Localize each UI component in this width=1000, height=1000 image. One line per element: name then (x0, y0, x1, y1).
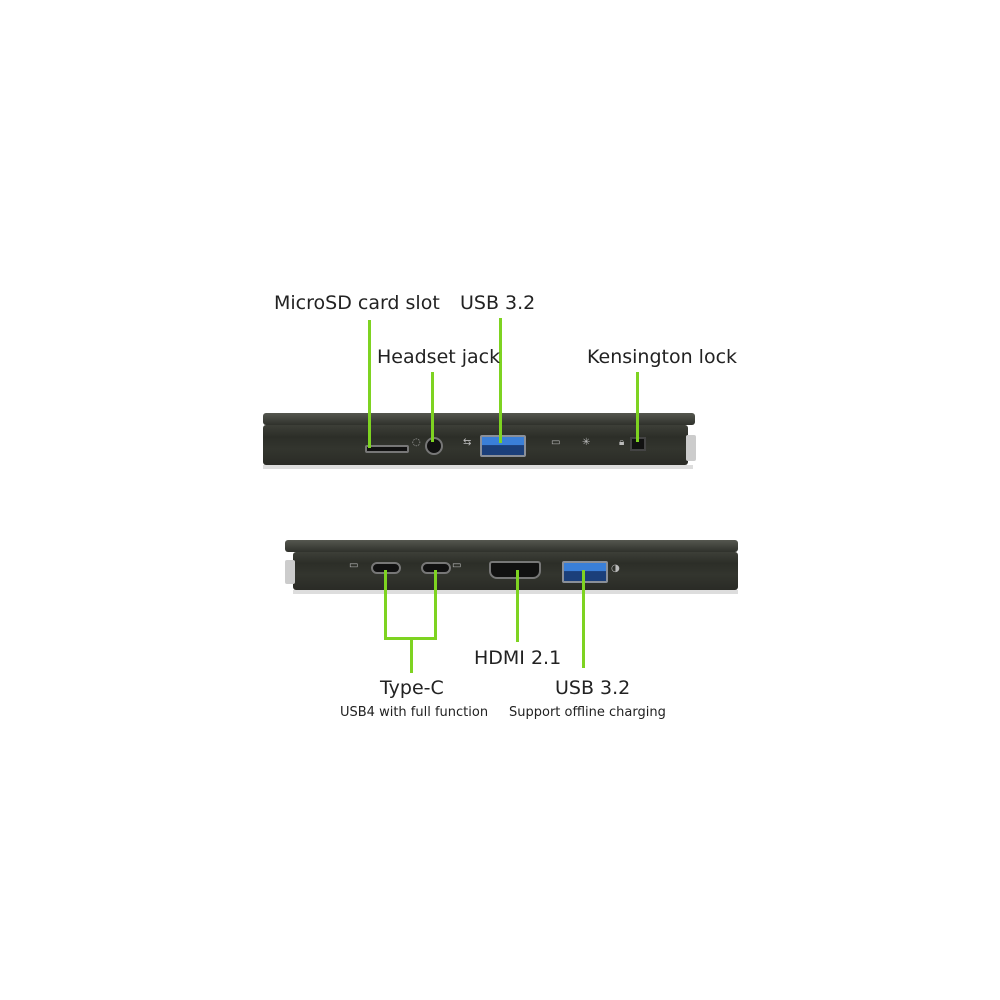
display-icon: ▭ (349, 560, 359, 571)
usb-a-port (562, 561, 608, 583)
laptop-lid (263, 413, 695, 425)
hinge (285, 560, 295, 584)
chassis-shadow (293, 590, 738, 594)
label-kensington: Kensington lock (587, 346, 738, 368)
callout-line-kensington (636, 372, 639, 442)
callout-line-microsd (368, 320, 371, 448)
headset-jack (425, 437, 443, 455)
label-microsd: MicroSD card slot (274, 292, 440, 314)
callout-line-usb-bottom (582, 570, 585, 668)
usb-icon: ⇆ (463, 437, 472, 448)
label-usb-bottom-sub: Support offline charging (509, 705, 666, 720)
label-typec-sub: USB4 with full function (340, 705, 489, 720)
hdmi-port (489, 561, 541, 579)
laptop-lid (285, 540, 738, 552)
label-usb-bottom: USB 3.2 (555, 677, 631, 699)
label-usb-top: USB 3.2 (460, 292, 536, 314)
charging-icon: ◑ (611, 563, 620, 574)
battery-icon: ▭ (551, 437, 561, 448)
hinge (686, 435, 696, 461)
callout-line-headset (431, 372, 434, 442)
callout-line-usb-top (499, 318, 502, 443)
display-icon: ▭ (452, 560, 462, 571)
laptop-chassis (263, 425, 688, 465)
label-hdmi: HDMI 2.1 (474, 647, 562, 669)
callout-line-typec-2 (434, 570, 437, 640)
label-headset: Headset jack (377, 346, 501, 368)
power-light-icon: ✳ (582, 437, 591, 448)
callout-line-hdmi (516, 570, 519, 642)
microsd-slot (365, 445, 409, 453)
chassis-shadow (263, 465, 693, 469)
headset-icon: ◌ (412, 437, 421, 448)
usb-a-port (480, 435, 526, 457)
callout-line-typec-1 (384, 570, 387, 640)
callout-stem-typec (410, 637, 413, 673)
lock-icon: 🔒︎ (619, 437, 625, 448)
label-typec: Type-C (380, 677, 444, 699)
